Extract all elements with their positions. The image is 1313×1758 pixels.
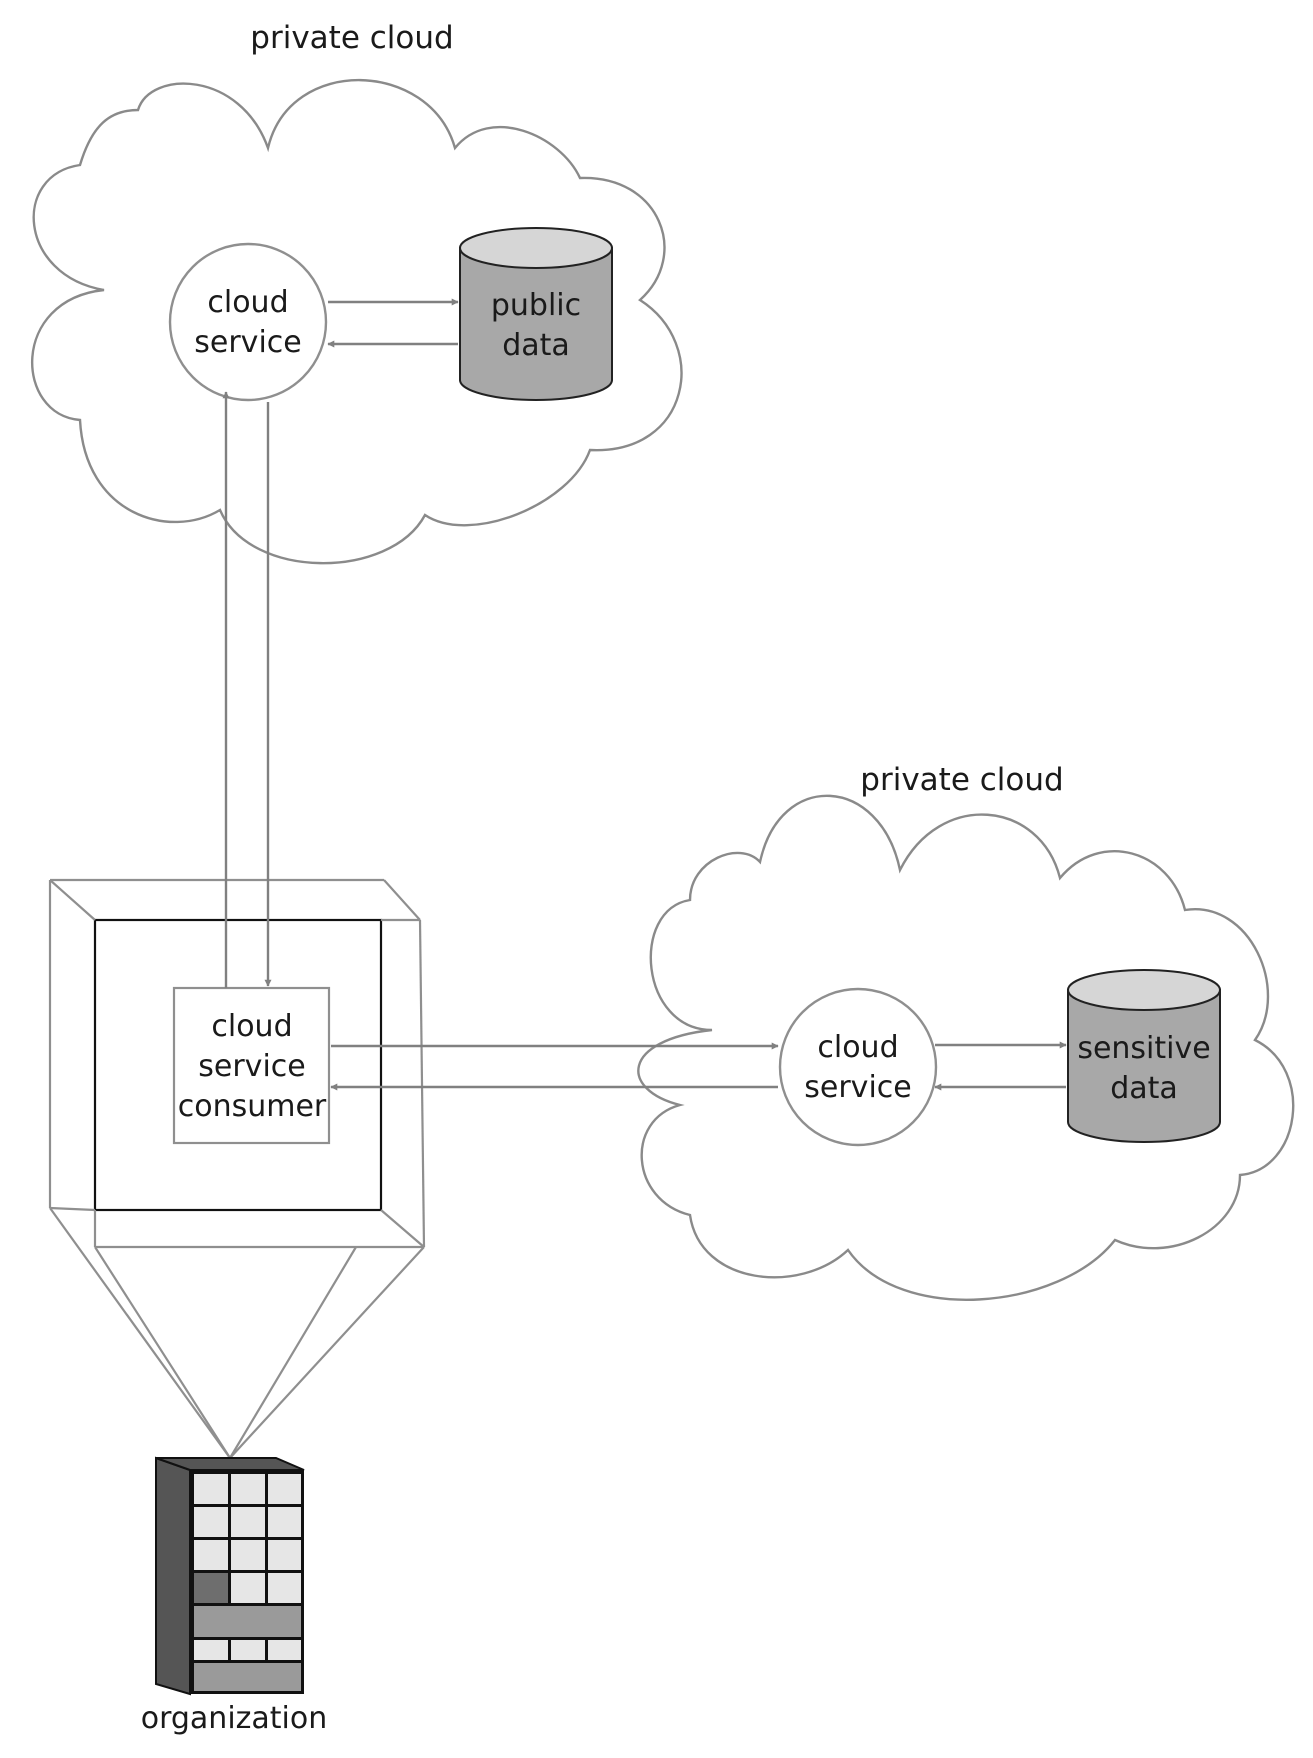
- top-cloud-label: private cloud: [250, 20, 453, 56]
- right-cloud-shape: [637, 794, 1295, 1301]
- sensitive-data-database-icon: [1067, 969, 1221, 1143]
- public-data-label-2: data: [502, 328, 570, 363]
- consumer-label-3: consumer: [178, 1089, 327, 1124]
- organization-building-icon: [155, 1456, 305, 1696]
- sensitive-data-label-1: sensitive: [1077, 1031, 1210, 1066]
- consumer-label-2: service: [198, 1049, 305, 1084]
- public-data-database-icon: [459, 227, 613, 401]
- organization-label: organization: [141, 1701, 328, 1736]
- top-cloud-shape: [30, 79, 683, 565]
- right-cloud-service-label-1: cloud: [817, 1030, 898, 1065]
- consumer-label-1: cloud: [211, 1009, 292, 1044]
- right-cloud-label: private cloud: [860, 762, 1063, 798]
- cloud-service-consumer-box: [172, 986, 331, 1145]
- sensitive-data-label-2: data: [1110, 1071, 1178, 1106]
- top-cloud-service-circle: [168, 242, 328, 402]
- organization-boundary: [48, 878, 426, 1459]
- right-cloud-service-label-2: service: [804, 1070, 911, 1105]
- public-data-label-1: public: [491, 288, 581, 323]
- top-cloud-service-label-2: service: [194, 325, 301, 360]
- top-cloud-service-label-1: cloud: [207, 285, 288, 320]
- right-cloud-service-circle: [778, 987, 938, 1147]
